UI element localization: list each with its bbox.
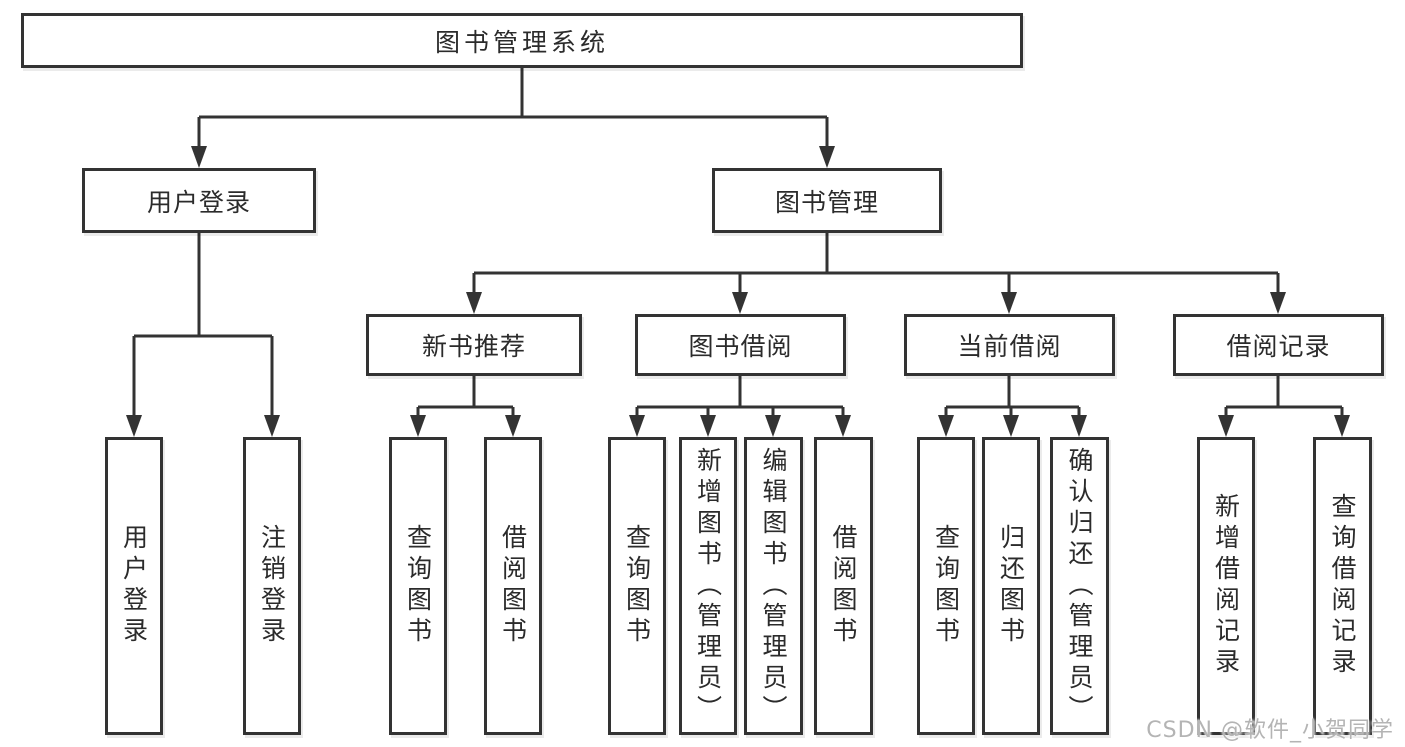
leaf-query-borrow-record: 查询借阅记录 [1313, 437, 1372, 735]
leaf-label: 编辑图书（管理员） [759, 446, 788, 726]
leaf-add-books-admin: 新增图书（管理员） [679, 437, 737, 735]
leaf-query-books-borrowing: 查询图书 [608, 437, 666, 735]
leaf-label: 新增借阅记录 [1211, 493, 1241, 679]
leaf-return-books: 归还图书 [982, 437, 1040, 735]
node-label: 新书推荐 [421, 332, 526, 361]
leaf-add-borrow-record: 新增借阅记录 [1197, 437, 1255, 735]
leaf-query-books-recommend: 查询图书 [389, 437, 447, 735]
leaf-borrow-books-borrowing: 借阅图书 [814, 437, 873, 735]
leaf-label: 查询图书 [622, 524, 652, 648]
arrowheads [126, 146, 1350, 437]
leaf-query-books-current: 查询图书 [917, 437, 975, 735]
leaf-label: 用户登录 [119, 524, 149, 648]
node-book-borrowing: 图书借阅 [635, 314, 846, 376]
leaf-label: 注销登录 [257, 524, 287, 648]
leaf-label: 归还图书 [996, 524, 1026, 648]
leaf-label: 借阅图书 [829, 524, 858, 648]
leaf-confirm-return-admin: 确认归还（管理员） [1050, 437, 1109, 735]
leaf-label: 查询图书 [403, 524, 433, 648]
leaf-borrow-books-recommend: 借阅图书 [484, 437, 542, 735]
node-label: 借阅记录 [1226, 332, 1331, 361]
node-library-management-system: 图书管理系统 [21, 13, 1023, 68]
leaf-label: 新增图书（管理员） [693, 446, 723, 726]
node-label: 图书管理 [774, 187, 879, 217]
tree-edges [132, 68, 1344, 419]
node-label: 当前借阅 [957, 332, 1062, 361]
node-label: 图书借阅 [688, 332, 793, 361]
node-user-login: 用户登录 [82, 168, 316, 233]
leaf-label: 查询图书 [931, 524, 961, 648]
watermark: CSDN @软件_小贺同学 [1146, 718, 1394, 743]
node-new-book-recommendation: 新书推荐 [366, 314, 582, 376]
node-label: 用户登录 [146, 187, 251, 217]
leaf-logout: 注销登录 [243, 437, 301, 735]
node-book-management: 图书管理 [712, 168, 942, 233]
leaf-label: 确认归还（管理员） [1065, 446, 1094, 726]
node-label: 图书管理系统 [434, 27, 609, 57]
leaf-edit-books-admin: 编辑图书（管理员） [744, 437, 803, 735]
node-borrowing-records: 借阅记录 [1173, 314, 1384, 376]
node-current-borrowing: 当前借阅 [904, 314, 1115, 376]
leaf-user-login: 用户登录 [105, 437, 163, 735]
leaf-label: 借阅图书 [498, 524, 528, 648]
leaf-label: 查询借阅记录 [1328, 493, 1357, 679]
